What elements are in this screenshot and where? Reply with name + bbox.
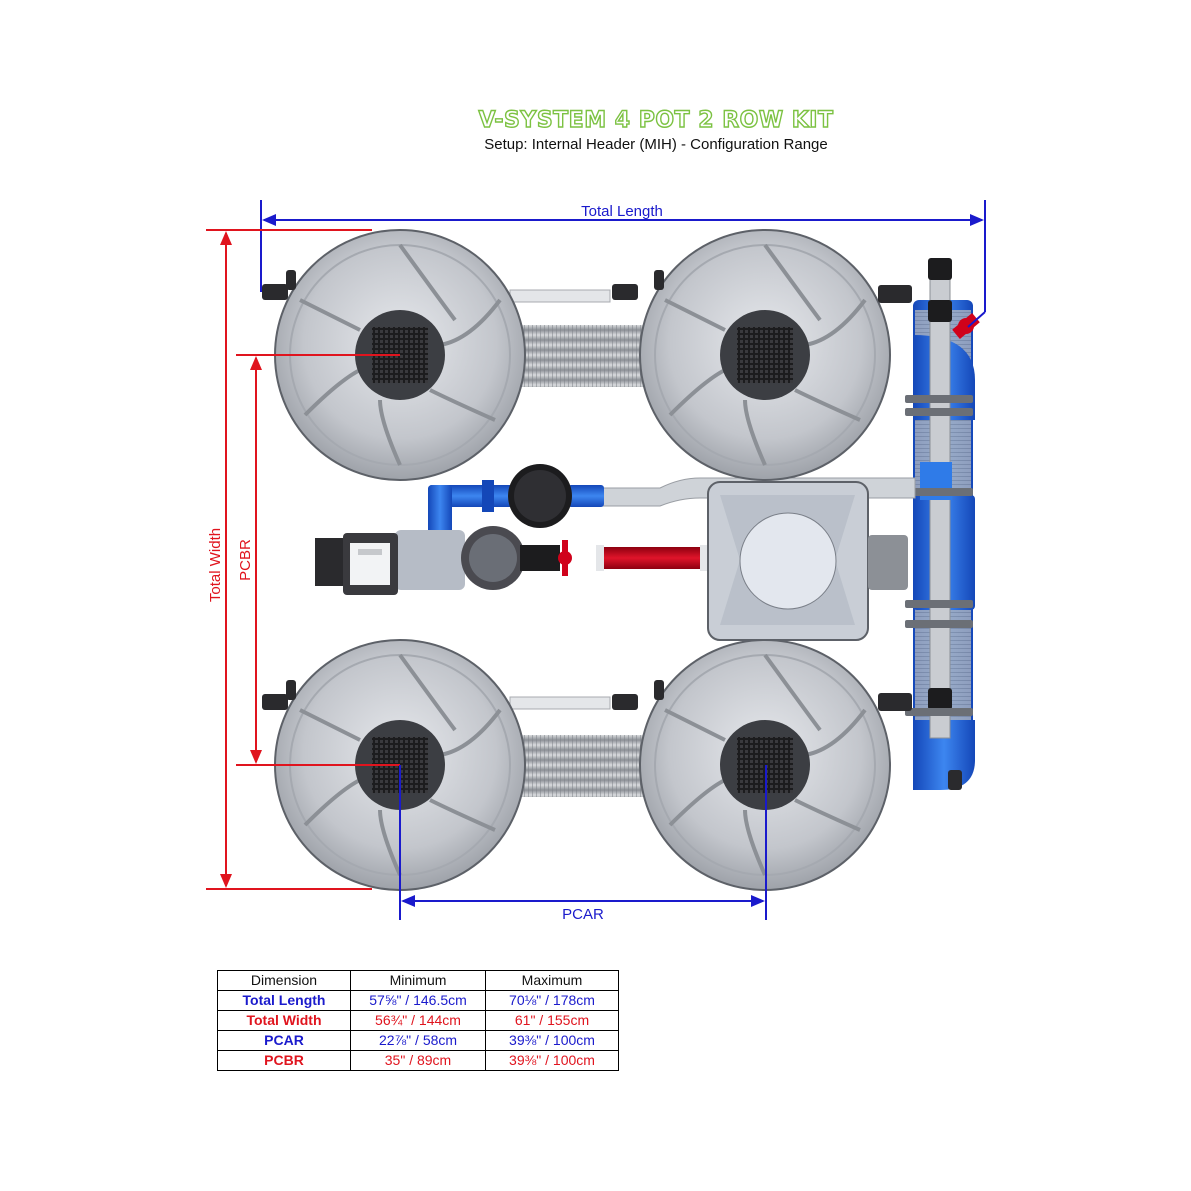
row-total-width-name: Total Width [217, 1010, 351, 1031]
total-length-dimension [260, 200, 986, 328]
total-width-dimension [206, 229, 372, 890]
row-pcbr-name: PCBR [217, 1050, 351, 1071]
feed-line-red [596, 545, 710, 571]
header-valve-icon [952, 313, 980, 339]
diagram-subtitle: Setup: Internal Header (MIH) - Configura… [484, 136, 828, 153]
pump-housing [461, 526, 572, 590]
dimension-table: Dimension Minimum Maximum Total Length 5… [217, 970, 619, 1071]
table-header-row: Dimension Minimum Maximum [217, 970, 619, 991]
row-pcbr-min: 35" / 89cm [350, 1050, 486, 1071]
header-minimum: Minimum [350, 970, 486, 991]
header-maximum: Maximum [485, 970, 619, 991]
row-total-length-max: 70⅛" / 178cm [485, 990, 619, 1011]
total-width-label: Total Width [207, 528, 224, 602]
top-row-hose [509, 289, 650, 387]
row-pcbr-max: 39⅜" / 100cm [485, 1050, 619, 1071]
reservoir-tank [707, 481, 908, 641]
table-row: Total Width 56¾" / 144cm 61" / 155cm [217, 1010, 619, 1031]
row-pcar-min: 22⅞" / 58cm [350, 1030, 486, 1051]
row-total-length-name: Total Length [217, 990, 351, 1011]
row-total-length-min: 57⅝" / 146.5cm [350, 990, 486, 1011]
filter-canister [508, 464, 572, 528]
pcar-label: PCAR [562, 906, 604, 923]
header-dimension: Dimension [217, 970, 351, 991]
row-total-width-min: 56¾" / 144cm [350, 1010, 486, 1031]
diagram-title: V-SYSTEM 4 POT 2 ROW KIT [478, 107, 834, 133]
table-row: PCBR 35" / 89cm 39⅜" / 100cm [217, 1050, 619, 1071]
bottom-row-hose [509, 696, 650, 797]
pcar-dimension [399, 765, 767, 920]
table-row: Total Length 57⅝" / 146.5cm 70⅛" / 178cm [217, 990, 619, 1011]
row-pcar-name: PCAR [217, 1030, 351, 1051]
total-length-label: Total Length [581, 203, 663, 220]
pcbr-label: PCBR [237, 539, 254, 581]
pcbr-dimension [236, 354, 400, 766]
pot-top-right [639, 229, 891, 481]
pot-drain-fittings [262, 270, 962, 790]
table-row: PCAR 22⅞" / 58cm 39⅜" / 100cm [217, 1030, 619, 1051]
pump-motor [315, 530, 465, 595]
row-pcar-max: 39⅜" / 100cm [485, 1030, 619, 1051]
row-total-width-max: 61" / 155cm [485, 1010, 619, 1031]
header-clamps [905, 395, 973, 716]
